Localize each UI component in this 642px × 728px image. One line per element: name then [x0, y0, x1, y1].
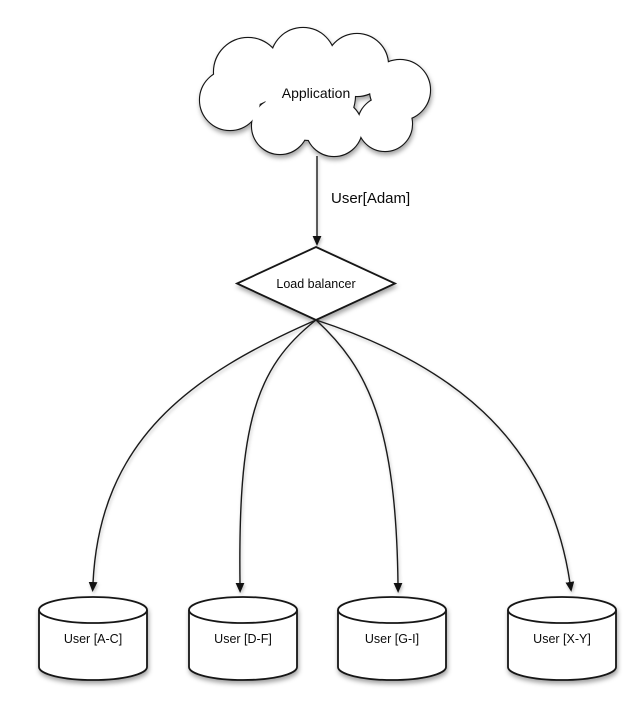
shard-1-label: User [A-C]	[64, 632, 122, 646]
load-balancer-node: Load balancer	[234, 246, 398, 321]
shard-2-label: User [D-F]	[214, 632, 272, 646]
lb-to-shard-1-arrow	[88, 319, 317, 592]
shard-4-label: User [X-Y]	[533, 632, 591, 646]
load-balancer-label: Load balancer	[276, 277, 355, 291]
request-edge-label: User[Adam]	[331, 190, 410, 207]
lb-to-shard-3-arrow	[315, 319, 403, 593]
application-cloud-node: Application	[198, 26, 432, 158]
lb-to-shard-2-arrow	[235, 319, 317, 593]
shard-node-4: User [X-Y]	[507, 596, 617, 681]
shard-node-2: User [D-F]	[188, 596, 298, 681]
lb-to-shards-edges	[88, 319, 575, 593]
shard-node-1: User [A-C]	[38, 596, 148, 681]
application-label: Application	[282, 85, 351, 101]
lb-to-shard-4-arrow	[315, 319, 575, 592]
shard-node-3: User [G-I]	[337, 596, 447, 681]
shard-3-label: User [G-I]	[365, 632, 419, 646]
